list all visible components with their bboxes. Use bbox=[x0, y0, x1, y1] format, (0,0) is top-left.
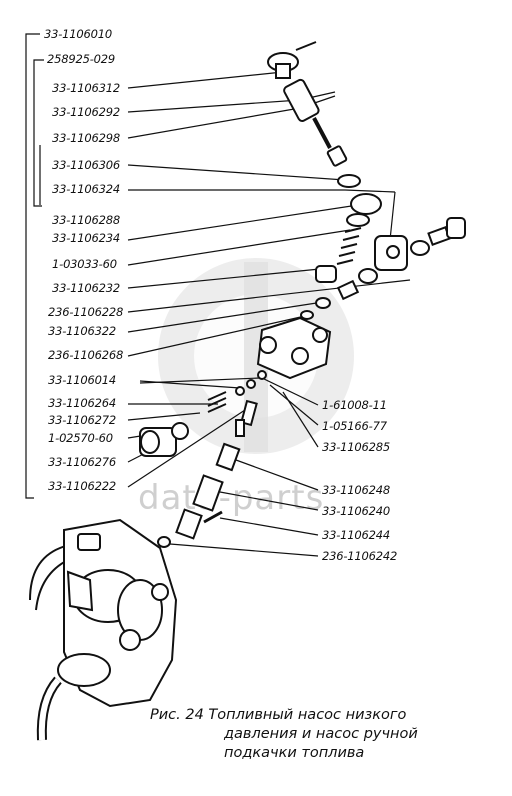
label-part-236-1106268: 236-1106268 bbox=[48, 348, 124, 362]
label-part-33-1106272: 33-1106272 bbox=[48, 413, 116, 427]
label-part-236-1106242: 236-1106242 bbox=[322, 549, 398, 563]
label-part-33-1106232: 33-1106232 bbox=[52, 281, 120, 295]
figure-caption: Рис. 24 Топливный насос низкого давления… bbox=[150, 706, 480, 763]
label-part-33-1106248: 33-1106248 bbox=[322, 483, 390, 497]
label-part-1-03033-60: 1-03033-60 bbox=[52, 257, 117, 271]
caption-line-3: подкачки топлива bbox=[224, 745, 365, 761]
label-part-33-1106244: 33-1106244 bbox=[322, 528, 390, 542]
label-part-33-1106292: 33-1106292 bbox=[52, 105, 120, 119]
label-part-33-1106306: 33-1106306 bbox=[52, 158, 120, 172]
label-part-33-1106222: 33-1106222 bbox=[48, 479, 116, 493]
label-part-33-1106240: 33-1106240 bbox=[322, 504, 390, 518]
label-part-33-1106010: 33-1106010 bbox=[44, 27, 112, 41]
label-part-258925-029: 258925-029 bbox=[47, 52, 115, 66]
label-part-33-1106324: 33-1106324 bbox=[52, 182, 120, 196]
label-part-33-1106285: 33-1106285 bbox=[322, 440, 390, 454]
label-part-33-1106312: 33-1106312 bbox=[52, 81, 120, 95]
inner-bracket bbox=[33, 59, 44, 207]
label-part-33-1106276: 33-1106276 bbox=[48, 455, 116, 469]
label-part-33-1106288: 33-1106288 bbox=[52, 213, 120, 227]
outer-bracket bbox=[25, 33, 40, 499]
label-part-33-1106264: 33-1106264 bbox=[48, 396, 116, 410]
label-part-33-1106014: 33-1106014 bbox=[48, 373, 116, 387]
label-part-236-1106228: 236-1106228 bbox=[48, 305, 124, 319]
label-part-33-1106298: 33-1106298 bbox=[52, 131, 120, 145]
pump-assembly bbox=[29, 518, 178, 741]
watermark-text: data-parts bbox=[138, 478, 325, 518]
label-part-33-1106322: 33-1106322 bbox=[48, 324, 116, 338]
caption-line-2: давления и насос ручной bbox=[224, 726, 418, 742]
caption-line-1: Рис. 24 Топливный насос низкого bbox=[150, 707, 407, 723]
label-part-1-05166-77: 1-05166-77 bbox=[322, 419, 387, 433]
label-part-1-61008-11: 1-61008-11 bbox=[322, 398, 387, 412]
label-part-1-02570-60: 1-02570-60 bbox=[48, 431, 113, 445]
label-part-33-1106234: 33-1106234 bbox=[52, 231, 120, 245]
